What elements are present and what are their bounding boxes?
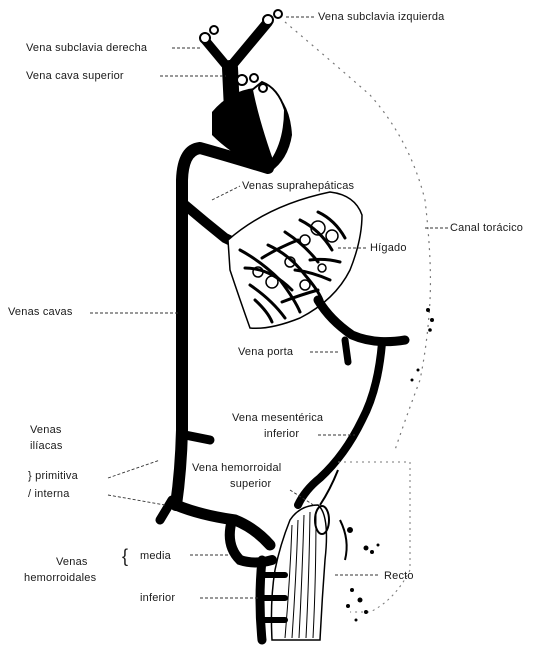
label-hemorroidal-media: media bbox=[140, 550, 171, 563]
label-vena-subclavia-izquierda: Vena subclavia izquierda bbox=[318, 11, 445, 24]
label-canal-toracico: Canal torácico bbox=[450, 222, 523, 235]
label-recto: Recto bbox=[384, 570, 414, 583]
label-vena-mesenterica-1: Vena mesentérica bbox=[232, 412, 323, 425]
label-venas-suprahepaticas: Venas suprahepáticas bbox=[242, 180, 354, 193]
label-vena-porta: Vena porta bbox=[238, 346, 293, 359]
portal-vein bbox=[318, 300, 405, 342]
label-iliaca-primitiva: } primitiva bbox=[28, 470, 78, 483]
label-vena-hemorroidal-2: superior bbox=[230, 478, 271, 491]
brace-hemorroidales: { bbox=[122, 550, 128, 563]
label-venas-iliacas-1: Venas bbox=[30, 424, 62, 437]
label-venas-iliacas-2: ilíacas bbox=[30, 440, 63, 453]
label-venas-cavas: Venas cavas bbox=[8, 306, 73, 319]
label-iliaca-interna: / interna bbox=[28, 488, 70, 501]
label-venas-hemorroidales-2: hemorroidales bbox=[24, 572, 96, 585]
label-higado: Hígado bbox=[370, 242, 407, 255]
label-vena-cava-superior: Vena cava superior bbox=[26, 70, 124, 83]
common-iliac-vein bbox=[176, 505, 270, 545]
label-venas-hemorroidales-1: Venas bbox=[56, 556, 88, 569]
label-vena-hemorroidal-1: Vena hemorroidal bbox=[192, 462, 281, 475]
label-vena-mesenterica-2: inferior bbox=[264, 428, 299, 441]
label-vena-subclavia-derecha: Vena subclavia derecha bbox=[26, 42, 147, 55]
label-hemorroidal-inferior: inferior bbox=[140, 592, 175, 605]
internal-iliac-vein bbox=[160, 500, 172, 520]
rectum-dashed-region bbox=[338, 462, 410, 612]
